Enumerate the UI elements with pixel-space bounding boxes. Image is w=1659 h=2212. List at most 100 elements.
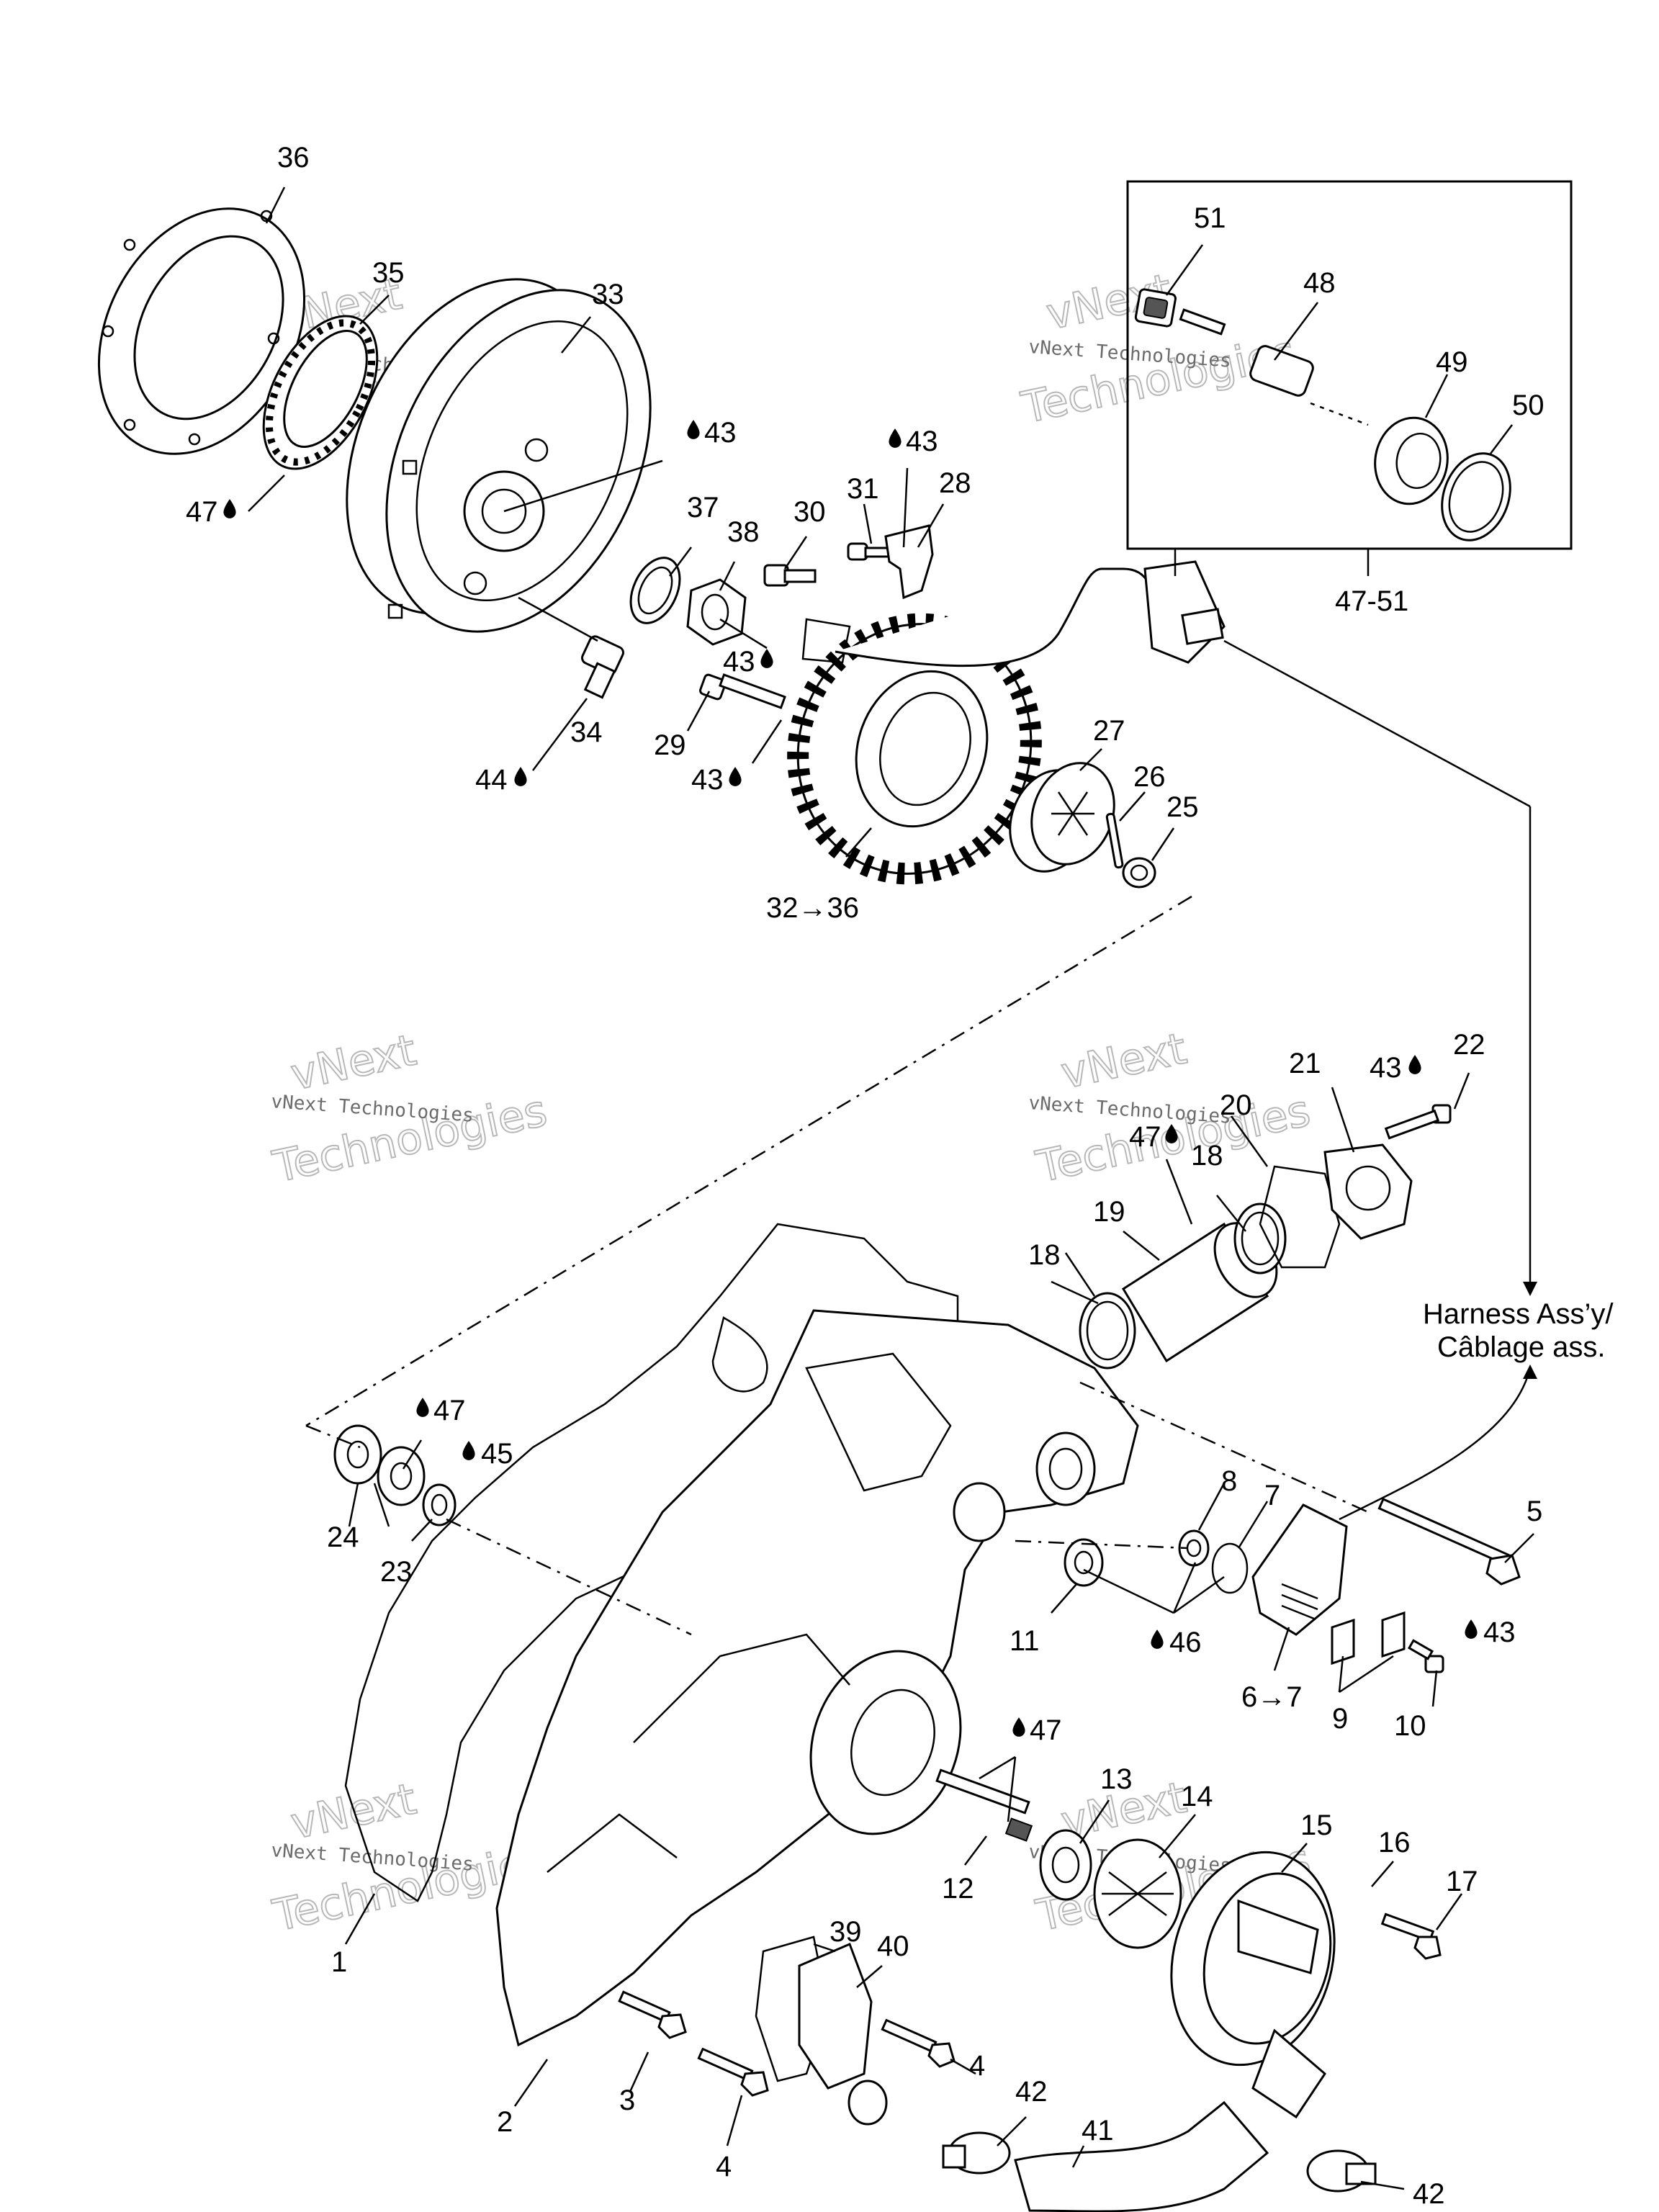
part-10-screw — [1407, 1639, 1444, 1673]
oil-drop-icon — [729, 767, 742, 786]
dashed-alignment-lines — [305, 895, 1369, 1636]
part-14-impeller — [1093, 1838, 1182, 1949]
part-32-stator — [787, 567, 1102, 885]
part-7-oring — [1211, 1542, 1249, 1594]
callout-20: 20 — [1220, 1089, 1252, 1121]
harness-connector — [1102, 560, 1226, 664]
part-33-flywheel — [346, 278, 652, 633]
part-35-sprag-clutch — [262, 315, 379, 470]
part-26-pin — [1105, 812, 1124, 869]
callout-labels: 36 35 33 47 43 37 38 30 31 43 28 43 34 4… — [186, 142, 1545, 2210]
callout-43: 43 — [906, 426, 938, 457]
callout-2: 2 — [497, 2106, 513, 2138]
part-40-thermostat-housing — [798, 1943, 888, 2126]
part-30-screw — [763, 564, 817, 587]
watermark-big: vNext — [287, 1025, 421, 1101]
part-42-clamp-b — [1306, 2149, 1377, 2193]
callout-12: 12 — [942, 1873, 974, 1905]
part-13-bearing — [1039, 1829, 1092, 1901]
callout-47: 47 — [186, 496, 218, 528]
part-24-bearing — [333, 1424, 426, 1506]
part-38-nut — [686, 578, 747, 646]
callout-43: 43 — [704, 417, 737, 449]
oil-drop-icon — [687, 420, 700, 439]
callout-27: 27 — [1093, 715, 1125, 747]
callout-11: 11 — [1010, 1625, 1040, 1657]
callout-6-7: 6→7 — [1241, 1681, 1303, 1713]
part-2-crankcase-cover — [495, 1309, 1139, 2047]
callout-1: 1 — [331, 1946, 347, 1978]
watermark-big: vNext — [1057, 1023, 1191, 1099]
callout-42: 42 — [1015, 2076, 1048, 2108]
part-39-gasket — [755, 1936, 830, 2082]
callout-45: 45 — [481, 1438, 513, 1470]
part-21-cover — [1323, 1143, 1413, 1240]
part-36-cover-ring — [97, 207, 306, 455]
part-5-bolt — [1377, 1497, 1521, 1586]
part-41-hose — [1014, 2100, 1269, 2212]
callout-35: 35 — [372, 257, 405, 289]
part-4-bolt-b — [881, 2018, 956, 2068]
harness-label-line1: Harness Ass’y/ — [1423, 1298, 1614, 1330]
callout-37: 37 — [687, 492, 719, 523]
callout-10: 10 — [1394, 1710, 1426, 1742]
callout-42: 42 — [1413, 2178, 1445, 2210]
callout-43: 43 — [691, 764, 724, 796]
callout-43: 43 — [1483, 1617, 1516, 1648]
oil-drop-icon — [416, 1398, 429, 1417]
part-37-washer — [629, 557, 681, 624]
callout-39: 39 — [830, 1916, 862, 1948]
callout-33: 33 — [592, 279, 624, 310]
callout-3: 3 — [619, 2085, 635, 2116]
part-12-shaft — [935, 1768, 1033, 1842]
callout-40: 40 — [877, 1930, 909, 1962]
part-23-seal — [422, 1483, 457, 1527]
callout-48: 48 — [1303, 267, 1336, 299]
callout-30: 30 — [793, 496, 826, 528]
part-3-bolt — [618, 1990, 687, 2039]
callout-47: 47 — [433, 1395, 466, 1426]
callout-41: 41 — [1082, 2115, 1114, 2146]
harness-label: Harness Ass’y/ Câblage ass. — [1423, 1298, 1614, 1363]
callout-8: 8 — [1221, 1465, 1237, 1497]
callout-43: 43 — [723, 646, 755, 678]
callout-47: 47 — [1129, 1121, 1161, 1153]
callout-47: 47 — [1030, 1714, 1062, 1746]
callout-32-36: 32→36 — [766, 892, 859, 924]
oil-drop-icon — [1465, 1619, 1478, 1639]
callout-26: 26 — [1133, 761, 1166, 793]
callout-14: 14 — [1181, 1781, 1213, 1812]
part-18-oring — [1079, 1292, 1136, 1370]
callout-17: 17 — [1446, 1866, 1478, 1897]
callout-46: 46 — [1169, 1627, 1202, 1658]
part-4-bolt-a — [697, 2047, 769, 2097]
callout-19: 19 — [1093, 1196, 1125, 1228]
oil-drop-icon — [462, 1441, 475, 1460]
oil-drop-icon — [1012, 1717, 1025, 1737]
callout-9: 9 — [1332, 1703, 1348, 1735]
callout-51: 51 — [1194, 202, 1226, 234]
part-25-washer — [1122, 857, 1156, 889]
callout-28: 28 — [939, 467, 971, 499]
part-20-gasket — [1259, 1165, 1341, 1269]
part-15-pump-housing — [1170, 1851, 1336, 2119]
callout-16: 16 — [1378, 1827, 1411, 1858]
part-29-screw — [699, 673, 786, 709]
part-28-bracket — [884, 524, 934, 600]
callout-47-51: 47-51 — [1335, 585, 1408, 617]
part-11-seal — [1064, 1538, 1104, 1587]
callout-4: 4 — [969, 2050, 985, 2082]
oil-drop-icon — [1408, 1055, 1421, 1074]
oil-drop-icon — [760, 649, 773, 668]
callout-13: 13 — [1100, 1763, 1133, 1795]
callout-50: 50 — [1512, 390, 1545, 421]
part-50-ring — [1441, 452, 1511, 541]
oil-drop-icon — [1151, 1629, 1164, 1649]
leader-lines — [248, 186, 1537, 2190]
part-42-clamp-a — [942, 2131, 1011, 2175]
part-31-screw — [847, 542, 890, 561]
callout-49: 49 — [1436, 346, 1468, 378]
part-34-bolt — [581, 635, 624, 699]
inset-box-47-51 — [1126, 180, 1573, 550]
part-27-trigger-wheel — [1009, 762, 1115, 873]
